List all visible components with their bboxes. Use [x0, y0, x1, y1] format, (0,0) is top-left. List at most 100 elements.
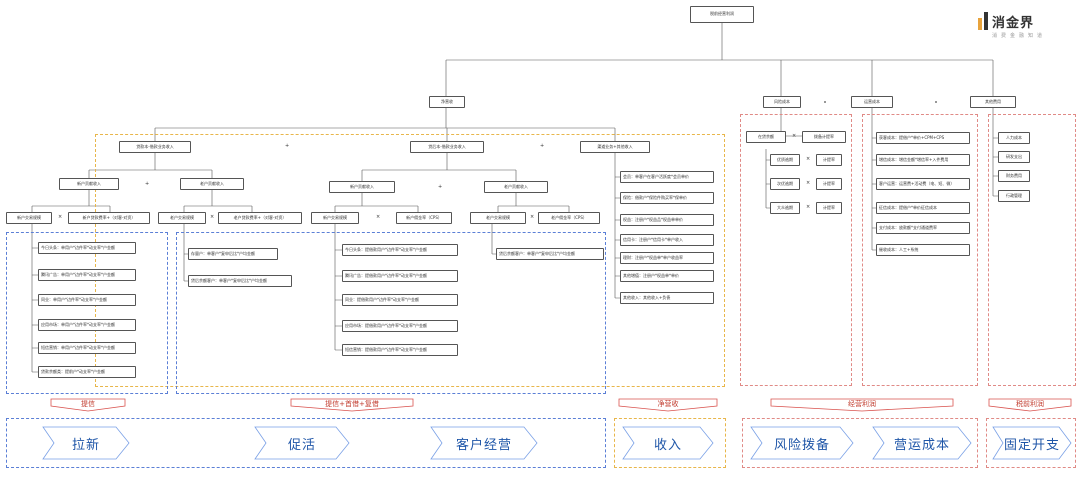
times-operator: × [376, 214, 381, 220]
revenue-region [95, 134, 725, 387]
channel-formula-node: 同业：单用户*边件率*动支率*户金额 [38, 294, 136, 306]
stage-ribbon: 提信 [50, 398, 126, 412]
times-operator: × [210, 214, 215, 220]
fixed-region [988, 114, 1076, 386]
stage-label: 拉新 [71, 437, 100, 453]
channel-formula-node: 今日头条：提借款用户*边件率*动支率*户金额 [342, 244, 458, 256]
fixed-item-node: 人力成本 [998, 132, 1030, 144]
old-scale-node: 老户交易规模 [158, 212, 206, 224]
stage-ribbon: 经营利润 [770, 398, 954, 412]
plus-operator: + [540, 143, 545, 149]
brand-subtitle: 消费金融知道 [992, 33, 1047, 39]
times-operator: × [530, 214, 535, 220]
ribbon-label: 净营收 [657, 400, 679, 408]
stage-chevron: 客户经营 [430, 426, 538, 460]
stage-chevron: 促活 [254, 426, 350, 460]
opex-item-node: 催收成本：人工+系统 [876, 244, 970, 256]
other-income-node: 会员：单客户在客户活跃度*会员单价 [620, 171, 714, 183]
new-customer-revenue-node: 新户贡献收入 [329, 181, 395, 193]
new-customer-revenue-node: 新户贡献收入 [59, 178, 119, 190]
opex-item-node: 获客成本：提借户*单价+CPM+CPS [876, 132, 970, 144]
ribbon-label: 税前利润 [1016, 400, 1044, 408]
stage-ribbon: 税前利润 [988, 398, 1072, 412]
channel-formula-node: 应用市场：提借款用户*边件率*动支率*户金额 [342, 320, 458, 332]
ribbon-label: 提信+首借+复借 [325, 400, 379, 408]
opex-node: 运营成本 [851, 96, 893, 108]
new-acq-region [6, 232, 168, 394]
other-income-node: 信用卡：注册户*信用卡*单户收入 [620, 234, 714, 246]
growth-band [6, 418, 606, 468]
times-operator: × [806, 180, 811, 186]
separator-dot [824, 101, 826, 103]
opex-item-node: 增信成本：增信金额*增信率+入件费用 [876, 154, 970, 166]
loan-revenue-node: 贷款本-借款业务收入 [119, 141, 191, 153]
stage-chevron: 营运成本 [872, 426, 972, 460]
channel-formula-node: 贷款余额类：提前户*动支率*户金额 [38, 366, 136, 378]
fixed-cost-node: 其他费用 [970, 96, 1016, 108]
new-scale-node: 新户交易规模 [311, 212, 359, 224]
overdue-tier-node: 大众逾期 [770, 202, 800, 214]
loan-balance-node: 在贷余额 [746, 131, 786, 143]
provision-rate-node: 拨备计提率 [802, 131, 846, 143]
ribbon-label: 提信 [81, 400, 95, 408]
new-scale-node: 新户交易规模 [6, 212, 52, 224]
opex-item-node: 支付成本：放款额*支付通道费率 [876, 222, 970, 234]
opex-item-node: 征信成本：提借户*单价征信成本 [876, 202, 970, 214]
new-rate-node: 新户贷款费率+（对客-对资） [68, 212, 150, 224]
opex-region [862, 114, 978, 386]
tier-rate-node: 计提率 [816, 154, 842, 166]
fixed-band [986, 418, 1076, 468]
stage-label: 收入 [653, 437, 682, 453]
post-loan-revenue-node: 贷后本-借款业务收入 [410, 141, 484, 153]
other-income-node: 权益：注册户*权益品*权益单单价 [620, 214, 714, 226]
stage-ribbon: 提信+首借+复借 [290, 398, 414, 412]
other-income-node: 理财：注册户*权益单*单户收益率 [620, 252, 714, 264]
tier-rate-node: 计提率 [816, 178, 842, 190]
times-operator: × [792, 133, 797, 139]
logo-mark-icon [978, 12, 988, 30]
old-customer-formula-node: 存量户：单客户*复申后比*户均金额 [188, 248, 278, 260]
old-scale-node: 老户交易规模 [470, 212, 526, 224]
channel-formula-node: 腾讯广告：提借款用户*边件率*动支率*户金额 [342, 270, 458, 282]
stage-ribbon: 净营收 [618, 398, 718, 412]
plus-operator: + [285, 143, 290, 149]
overdue-tier-node: 优质逾期 [770, 154, 800, 166]
plus-operator: + [438, 184, 443, 190]
times-operator: × [806, 156, 811, 162]
new-commission-node: 新户佣金率（CPS） [396, 212, 452, 224]
stage-chevron: 风险拨备 [750, 426, 854, 460]
tier-rate-node: 计提率 [816, 202, 842, 214]
activation-region [176, 232, 606, 394]
stage-label: 营运成本 [893, 437, 950, 453]
old-customer-revenue-node: 老户贡献收入 [484, 181, 548, 193]
channel-formula-node: 同业：提借款用户*边件率*动支率*户金额 [342, 294, 458, 306]
other-income-node: 其他增值：注册户*权益单*单价 [620, 270, 714, 282]
old-commission-node: 老户佣金率（CPS） [538, 212, 600, 224]
old-customer-formula-node: 贷后余额客户：单客户*复申后比*户均金额 [188, 275, 292, 287]
channel-formula-node: 今日头条：单用户*边件率*动支率*户金额 [38, 242, 136, 254]
brand-name: 消金界 [992, 16, 1035, 31]
risk-region [740, 114, 852, 386]
other-income-node: 其他收入：其他收入+负债 [620, 292, 714, 304]
root-node: 税前经营利润 [690, 6, 754, 23]
channel-revenue-node: 渠道业务+其他收入 [580, 141, 650, 153]
opex-item-node: 客户运营：运营费+活动费（电、短、微） [876, 178, 970, 190]
risk-cost-node: 风险成本 [763, 96, 801, 108]
stage-label: 固定开支 [1003, 437, 1060, 453]
fixed-item-node: 行政管理 [998, 190, 1030, 202]
stage-label: 风险拨备 [773, 437, 830, 453]
net-revenue-node: 净营收 [429, 96, 465, 108]
stage-chevron: 收入 [622, 426, 714, 460]
plus-operator: + [145, 181, 150, 187]
channel-formula-node: 应用市场：单用户*边件率*动支率*户金额 [38, 319, 136, 331]
fixed-item-node: 研发支出 [998, 151, 1030, 163]
stage-chevron: 固定开支 [992, 426, 1072, 460]
old-customer-revenue-node: 老户贡献收入 [180, 178, 244, 190]
revenue-band [614, 418, 726, 468]
overdue-tier-node: 次优逾期 [770, 178, 800, 190]
channel-formula-node: 腾讯广告：单用户*边件率*动支率*户金额 [38, 269, 136, 281]
times-operator: × [58, 214, 63, 220]
cost-band [742, 418, 978, 468]
